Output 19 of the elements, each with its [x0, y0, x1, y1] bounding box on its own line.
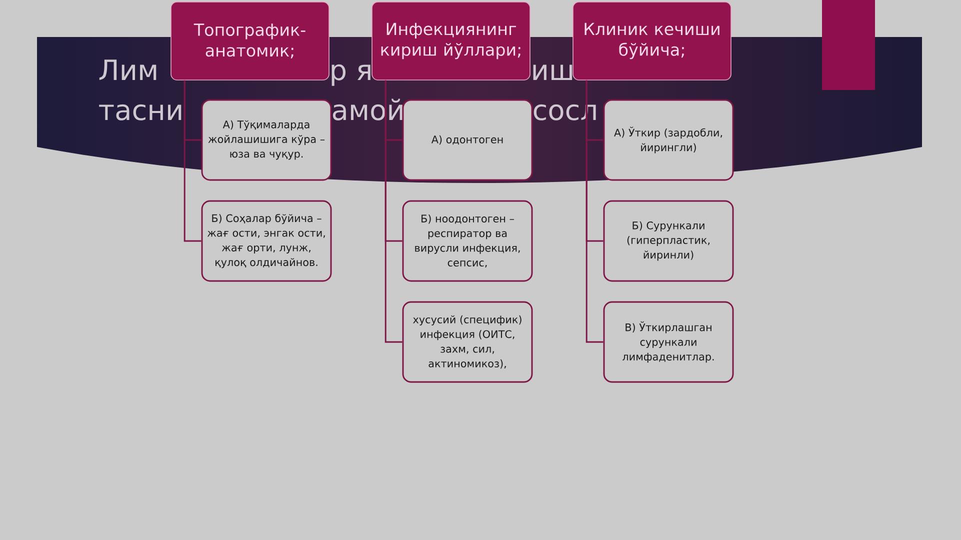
item-box: Б) Соҳалар бўйича – жағ ости, энгак ости, жағ орти, лунж, қулоқ олдичайнов. [201, 200, 332, 282]
heading-text: Лим [99, 60, 156, 80]
heading-text: иш [533, 64, 572, 80]
item-box: Б) ноодонтоген – респиратор ва вирусли инфекция, сепсис, [402, 200, 533, 282]
item-box: А) Ўткир (зардобли, йирингли) [603, 99, 734, 181]
category-box: Инфекциянинг кириш йўллари; [372, 2, 530, 80]
item-box: В) Ўткирлашган сурункали лимфаденитлар. [603, 301, 734, 383]
connector-line [184, 80, 202, 242]
category-box: Топографик-анатомик; [170, 2, 330, 80]
category-box: Клиник кечиши бўйича; [572, 2, 732, 80]
connector-line [384, 80, 402, 343]
item-box: хусусий (специфик) инфекция (ОИТС, захм, сил, актиномикоз), [402, 301, 533, 383]
item-box: Б) Сурункали (гиперпластик, йиринли) [603, 200, 734, 282]
connector-line [586, 80, 604, 343]
item-box: А) Тўқималарда жойлашишига кўра – юза ва чуқур. [201, 99, 332, 181]
heading-text: амой [332, 98, 402, 120]
heading-text: р я [332, 64, 370, 86]
item-box: А) одонтоген [402, 99, 533, 181]
heading-text: тасни [99, 104, 182, 120]
